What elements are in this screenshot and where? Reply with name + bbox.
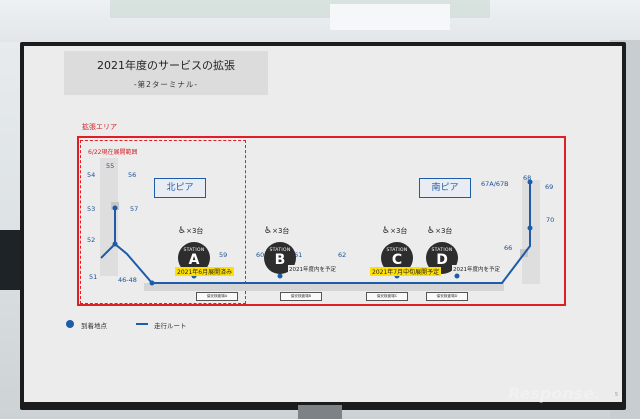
arrival-point	[528, 226, 533, 231]
gate-70: 70	[546, 216, 554, 224]
gate-68: 68	[523, 174, 531, 182]
north-pier-label: 北ピア	[154, 178, 206, 198]
station-c-status: 2021年7月中旬展開予定	[370, 267, 441, 276]
monitor-stand	[298, 405, 342, 419]
station-d-status: 2021年度内を予定	[452, 265, 501, 273]
wheelchair-icon: ♿	[264, 226, 272, 236]
arrival-point	[278, 274, 283, 279]
gate-57: 57	[130, 205, 138, 213]
response-watermark: Response.	[508, 384, 600, 403]
station-a-status: 2021年6月展開済み	[175, 267, 234, 276]
arrival-point	[455, 274, 460, 279]
arrival-point	[113, 242, 118, 247]
legend-arrival-label: 到着地点	[81, 320, 107, 330]
legend-arrival-marker	[66, 320, 74, 328]
page-number: 5	[615, 392, 618, 398]
gate-62: 62	[338, 251, 346, 259]
arrival-point	[113, 206, 118, 211]
security-checkpoint-a: 保安検査場A	[196, 292, 238, 301]
gate-69: 69	[545, 183, 553, 191]
vehicle-count-b: ♿×3台	[264, 226, 289, 236]
wheelchair-icon: ♿	[427, 226, 435, 236]
gate-55: 55	[106, 162, 114, 170]
security-checkpoint-d: 保安検査場D	[426, 292, 468, 301]
monitor-screen: 2021年度のサービスの拡張 -第2ターミナル- 拡張エリア 6/22現在展開範…	[24, 46, 622, 402]
south-pier-label: 南ピア	[419, 178, 471, 198]
ceiling-light	[330, 4, 450, 30]
route-map	[24, 46, 622, 402]
gate-66: 66	[504, 244, 512, 252]
legend-route-label: 走行ルート	[154, 320, 187, 330]
vehicle-count-d: ♿×3台	[427, 226, 452, 236]
gate-53: 53	[87, 205, 95, 213]
station-b-status: 2021年度内を予定	[288, 265, 337, 273]
arrival-point	[150, 281, 155, 286]
gate-59: 59	[219, 251, 227, 259]
terminal-building	[144, 283, 504, 291]
vehicle-count-c: ♿×3台	[382, 226, 407, 236]
gate-56: 56	[128, 171, 136, 179]
gate-51: 51	[89, 273, 97, 281]
security-checkpoint-b: 保安検査場B	[280, 292, 322, 301]
gate-67a-67b: 67A/67B	[481, 180, 509, 188]
legend-route-marker	[136, 323, 148, 325]
wheelchair-icon: ♿	[178, 226, 186, 236]
gate-46-48: 46-48	[118, 276, 137, 284]
wheelchair-icon: ♿	[382, 226, 390, 236]
security-checkpoint-c: 保安検査場C	[366, 292, 408, 301]
gate-54: 54	[87, 171, 95, 179]
vehicle-count-a: ♿×3台	[178, 226, 203, 236]
gate-52: 52	[87, 236, 95, 244]
background-pillar	[0, 230, 22, 290]
